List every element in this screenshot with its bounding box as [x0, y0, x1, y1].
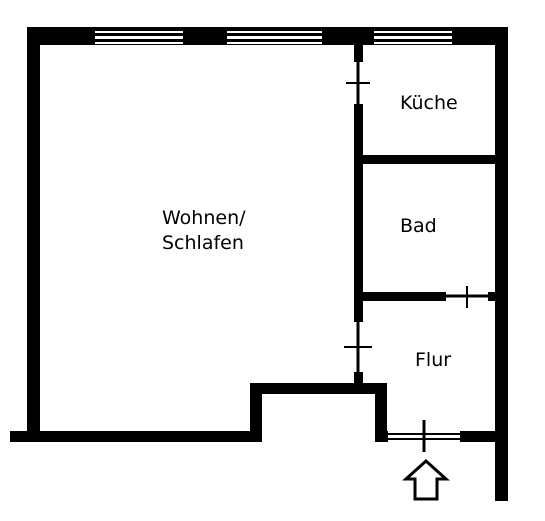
window-3-glass-bottom: [374, 39, 452, 42]
wall-left: [27, 27, 40, 441]
label-wohnen-line1: Wohnen/: [162, 207, 246, 229]
window-3-glass-top: [374, 33, 452, 36]
window-2: [227, 31, 322, 44]
wall-interior-vertical: [354, 43, 363, 383]
wall-bad-flur: [354, 292, 504, 301]
wall-notch-top: [250, 383, 387, 394]
window-2-glass-bottom: [227, 39, 322, 42]
label-kueche: Küche: [400, 92, 458, 114]
wall-notch-right: [375, 383, 387, 441]
window-2-glass-top: [227, 33, 322, 36]
wall-bottom-left: [10, 431, 262, 442]
room-labels: Wohnen/ Schlafen Küche Bad Flur: [162, 92, 458, 371]
arrow-up-icon: [402, 458, 450, 501]
window-3: [374, 31, 452, 44]
wall-right: [495, 27, 508, 501]
label-flur: Flur: [415, 349, 451, 371]
label-wohnen-line2: Schlafen: [162, 232, 244, 254]
doors: [344, 62, 488, 452]
window-1-glass-top: [95, 33, 183, 36]
wall-kueche-bad: [354, 155, 504, 164]
window-1: [95, 31, 183, 44]
label-bad: Bad: [400, 215, 437, 237]
wall-notch-left: [250, 383, 262, 441]
window-1-glass-bottom: [95, 39, 183, 42]
windows: [95, 31, 452, 44]
